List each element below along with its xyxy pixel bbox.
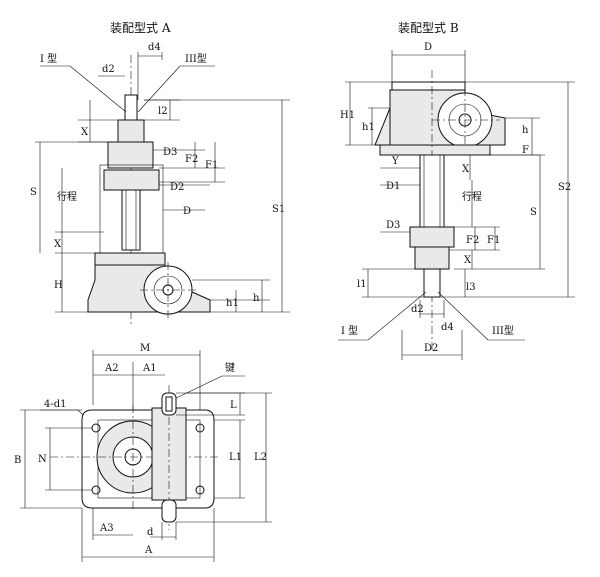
b-stroke-label: 行程 [462, 190, 482, 203]
b-y-label: Y [391, 156, 399, 167]
top-holes-label: 4-d1 [44, 399, 67, 410]
a-h-label: H [54, 280, 63, 291]
a-d2-label: D2 [170, 182, 184, 193]
b-f2-label: F2 [466, 235, 479, 246]
a-type-i-label: I 型 [40, 52, 57, 65]
top-shaft-bottom [161, 499, 177, 523]
b-housing-flange-left [374, 107, 391, 146]
b-x-bottom-label: X [464, 255, 472, 266]
b-h1-label: h1 [362, 122, 375, 133]
b-f-label: F [522, 145, 529, 156]
b-type-iii-leader [437, 291, 489, 341]
a-d4-label: d4 [148, 42, 161, 53]
a-x-top-label: X [81, 127, 89, 138]
top-hole-tr [195, 423, 205, 433]
top-a3-label: A3 [99, 523, 114, 534]
a-f1-label: F1 [205, 160, 218, 171]
top-l-label: L [230, 400, 237, 411]
b-l1-label: l1 [357, 279, 367, 290]
a-d3-label: D3 [163, 147, 177, 158]
top-l2-label: L2 [254, 452, 267, 463]
top-l1-label: L1 [229, 452, 242, 463]
assembly-b-title: 装配型式 B [398, 21, 459, 35]
b-h1-big-label: H1 [340, 110, 355, 121]
a-housing-top [94, 252, 166, 266]
top-key [165, 396, 173, 412]
assembly-a-view: 装配型式 A d4 I 型 III型 [30, 21, 290, 325]
top-key-label: 键 [225, 361, 235, 374]
top-hole-br [195, 485, 205, 495]
a-h-small-label: h [253, 293, 260, 304]
assembly-a-title: 装配型式 A [110, 21, 171, 35]
b-l3-label: l3 [466, 282, 476, 293]
top-b-label: B [14, 455, 21, 466]
top-view: M A2 A1 键 4-d1 [14, 343, 272, 562]
a-s1-label: S1 [272, 204, 285, 215]
top-m-label: M [140, 343, 150, 354]
b-f1-label: F1 [487, 235, 500, 246]
a-top-flange [107, 141, 154, 169]
a-l2-label: l2 [158, 106, 168, 117]
a-screw-end [117, 119, 145, 143]
top-a-label: A [144, 545, 153, 556]
a-collar [103, 169, 160, 191]
b-s2-label: S2 [558, 182, 571, 193]
b-screw [419, 154, 445, 228]
a-type-iii-leader [137, 65, 181, 113]
b-d3-label: D3 [386, 220, 400, 231]
top-d-label: d [147, 527, 154, 538]
a-f2-label: F2 [185, 154, 198, 165]
b-d1-label: D1 [386, 181, 400, 192]
a-screw-tip [124, 94, 138, 121]
top-key-leader [167, 375, 223, 403]
a-d-label: D [183, 206, 191, 217]
a-screw-body [121, 189, 141, 251]
top-a1-label: A1 [142, 363, 157, 374]
top-a2-label: A2 [104, 363, 119, 374]
b-type-i-leader [367, 291, 427, 341]
b-type-iii-label: III型 [492, 324, 514, 337]
b-type-i-label: I 型 [341, 324, 358, 337]
b-d2-cap-label: D2 [424, 343, 438, 354]
a-type-iii-label: III型 [185, 52, 207, 65]
b-nut [409, 226, 455, 248]
b-cap [391, 81, 466, 91]
a-worm-mid [153, 275, 183, 305]
b-base [379, 144, 491, 156]
a-d2-top-label: d2 [102, 64, 115, 75]
a-s-label: S [30, 187, 37, 198]
a-x-bottom-label: X [54, 239, 62, 250]
b-d2-label: d2 [411, 304, 424, 315]
assembly-b-view: 装配型式 B D H1 [338, 21, 575, 360]
a-h1-label: h1 [226, 298, 239, 309]
b-h-label: h [522, 125, 529, 136]
b-nut-lower [414, 246, 450, 270]
top-n-label: N [38, 454, 47, 465]
b-d-label: D [424, 42, 432, 53]
b-s-label: S [530, 207, 537, 218]
a-stroke-label: 行程 [57, 190, 77, 203]
b-d4-label: d4 [441, 322, 454, 333]
a-type-i-leader [69, 65, 127, 113]
b-tip [423, 268, 441, 298]
b-x-top-label: X [462, 164, 470, 175]
